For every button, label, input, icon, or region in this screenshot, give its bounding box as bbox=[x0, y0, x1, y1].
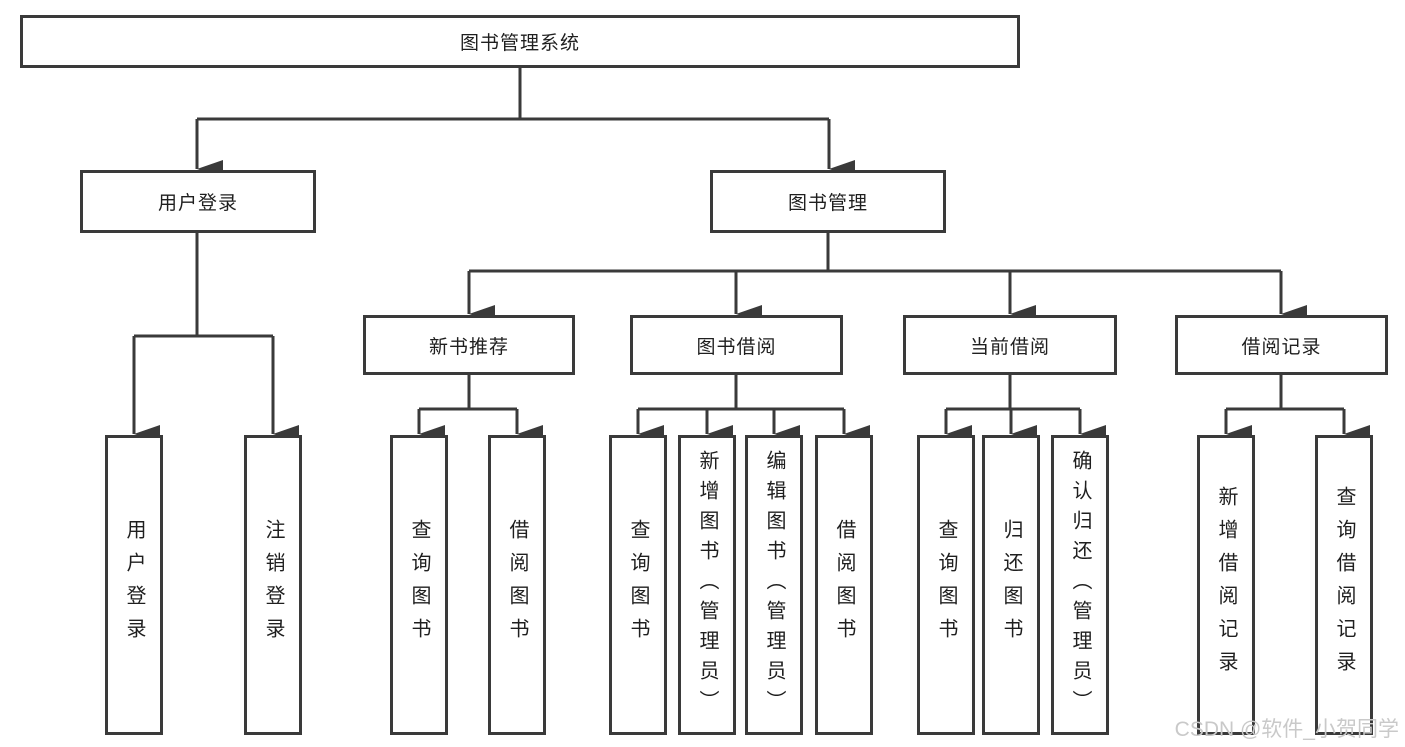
leaf-logout: 注销登录 bbox=[244, 435, 302, 735]
leaf-bb-borrow-books-label: 借阅图书 bbox=[833, 519, 855, 651]
node-borrow-records: 借阅记录 bbox=[1175, 315, 1388, 375]
leaf-cb-return-books-label: 归还图书 bbox=[1000, 519, 1022, 651]
leaf-br-query-record: 查询借阅记录 bbox=[1315, 435, 1373, 735]
leaf-bb-borrow-books: 借阅图书 bbox=[815, 435, 873, 735]
connector-user-login-children bbox=[132, 233, 299, 443]
node-book-mgmt: 图书管理 bbox=[710, 170, 946, 233]
node-root-label: 图书管理系统 bbox=[459, 33, 580, 54]
node-book-borrow: 图书借阅 bbox=[630, 315, 843, 375]
leaf-bb-add-books-admin: 新增图书（管理员） bbox=[678, 435, 736, 735]
leaf-nbr-query-books-label: 查询图书 bbox=[408, 519, 430, 651]
node-book-mgmt-label: 图书管理 bbox=[787, 193, 868, 214]
leaf-cb-confirm-return-admin: 确认归还（管理员） bbox=[1051, 435, 1109, 735]
leaf-nbr-borrow-books: 借阅图书 bbox=[488, 435, 546, 735]
connector-borrow-records-children bbox=[1224, 375, 1370, 443]
leaf-user-login: 用户登录 bbox=[105, 435, 163, 735]
node-borrow-records-label: 借阅记录 bbox=[1241, 336, 1322, 358]
leaf-bb-edit-books-admin-label: 编辑图书（管理员） bbox=[763, 450, 785, 720]
leaf-br-query-record-label: 查询借阅记录 bbox=[1333, 486, 1355, 684]
leaf-logout-label: 注销登录 bbox=[262, 519, 284, 651]
node-user-login-label: 用户登录 bbox=[157, 193, 238, 214]
leaf-bb-edit-books-admin: 编辑图书（管理员） bbox=[745, 435, 803, 735]
leaf-bb-add-books-admin-label: 新增图书（管理员） bbox=[696, 450, 718, 720]
leaf-cb-return-books: 归还图书 bbox=[982, 435, 1040, 735]
node-current-borrow-label: 当前借阅 bbox=[969, 336, 1050, 358]
csdn-watermark: CSDN @软件_小贺同学 bbox=[1174, 718, 1399, 741]
leaf-cb-confirm-return-admin-label: 确认归还（管理员） bbox=[1069, 450, 1091, 720]
node-root: 图书管理系统 bbox=[20, 15, 1020, 68]
node-current-borrow: 当前借阅 bbox=[903, 315, 1117, 375]
node-new-book-rec: 新书推荐 bbox=[363, 315, 575, 375]
leaf-nbr-borrow-books-label: 借阅图书 bbox=[506, 519, 528, 651]
leaf-nbr-query-books: 查询图书 bbox=[390, 435, 448, 735]
node-book-borrow-label: 图书借阅 bbox=[696, 336, 777, 358]
connector-root-to-level2 bbox=[195, 68, 855, 178]
leaf-user-login-label: 用户登录 bbox=[123, 519, 145, 651]
leaf-br-add-record-label: 新增借阅记录 bbox=[1215, 486, 1237, 684]
node-user-login: 用户登录 bbox=[80, 170, 316, 233]
node-new-book-rec-label: 新书推荐 bbox=[428, 336, 509, 358]
leaf-br-add-record: 新增借阅记录 bbox=[1197, 435, 1255, 735]
connector-book-mgmt-children bbox=[467, 233, 1307, 323]
leaf-bb-query-books: 查询图书 bbox=[609, 435, 667, 735]
leaf-cb-query-books-label: 查询图书 bbox=[935, 519, 957, 651]
leaf-bb-query-books-label: 查询图书 bbox=[627, 519, 649, 651]
leaf-cb-query-books: 查询图书 bbox=[917, 435, 975, 735]
connector-current-borrow-children bbox=[944, 375, 1106, 443]
connector-book-borrow-children bbox=[636, 375, 870, 443]
connector-new-book-rec-children bbox=[417, 375, 543, 443]
